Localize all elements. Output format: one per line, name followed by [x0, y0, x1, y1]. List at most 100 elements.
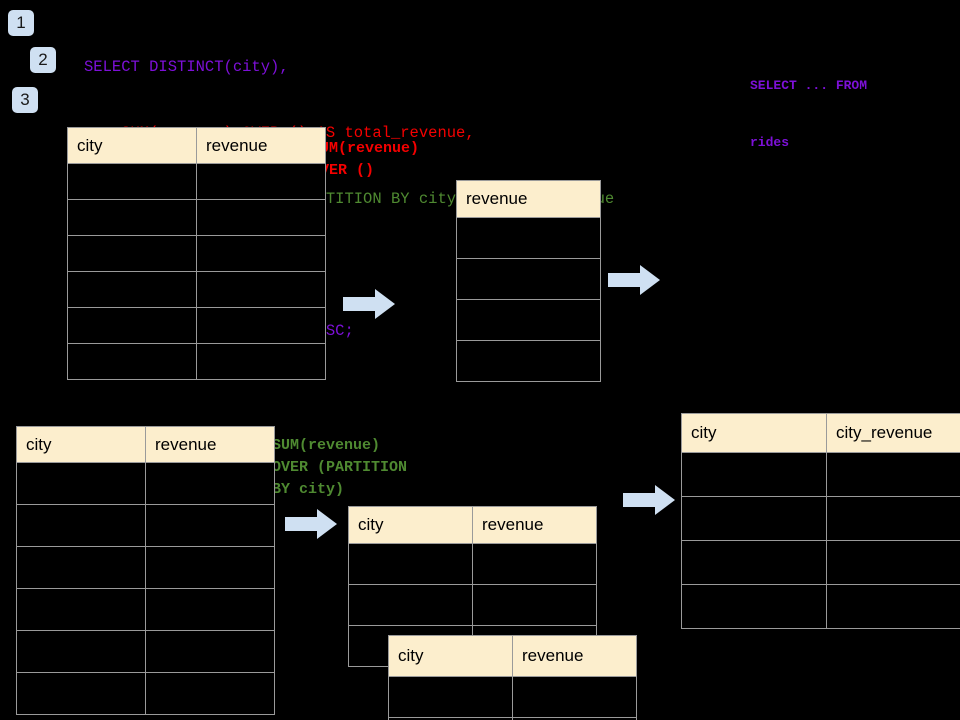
- table-cell: [67, 343, 197, 380]
- table-cell: [826, 584, 960, 629]
- table-row: [67, 199, 326, 236]
- table-cell: [512, 717, 637, 720]
- table-row: [681, 452, 960, 497]
- table-row: [67, 343, 326, 380]
- table-cell: [145, 504, 275, 547]
- table-row: [456, 217, 601, 259]
- table-cell: [456, 340, 601, 382]
- side-note-line-1: SELECT ... FROM: [750, 78, 868, 93]
- table-row: [348, 543, 597, 585]
- table-cell: [826, 540, 960, 585]
- table-cell: [196, 199, 326, 236]
- table-cell: [472, 584, 597, 626]
- table-cell: [456, 299, 601, 341]
- arrow-partition-to-final: [623, 485, 675, 515]
- table-row: [348, 584, 597, 626]
- table-row: [681, 540, 960, 585]
- table-cell: [67, 163, 197, 200]
- table-cell: [145, 462, 275, 505]
- table-row: [681, 584, 960, 629]
- column-header-city-revenue: city_revenue: [826, 413, 960, 453]
- table-cell: [67, 271, 197, 308]
- table-cell: [196, 235, 326, 272]
- table-cell: [456, 217, 601, 259]
- arrow-base-to-partition: [285, 509, 337, 539]
- table-row: [67, 307, 326, 344]
- column-header-city: city: [16, 426, 146, 463]
- table-header-row: city revenue: [67, 127, 326, 164]
- table-header-row: city revenue: [16, 426, 275, 463]
- table-header-row: city city_revenue: [681, 413, 960, 453]
- side-note-line-2: rides: [750, 135, 790, 150]
- table-cell: [16, 672, 146, 715]
- table-partition-a: city revenue: [348, 506, 597, 667]
- table-partition-b: city revenue: [388, 635, 637, 720]
- table-cell: [456, 258, 601, 300]
- table-cell: [196, 271, 326, 308]
- table-cell: [145, 588, 275, 631]
- table-row: [16, 672, 275, 715]
- side-note-select-from: SELECT ... FROM rides: [750, 38, 867, 190]
- table-base-bottom: city revenue: [16, 426, 275, 715]
- table-cell: [472, 543, 597, 585]
- table-cell: [348, 584, 473, 626]
- column-header-revenue: revenue: [472, 506, 597, 544]
- column-header-revenue: revenue: [145, 426, 275, 463]
- table-final-result: city city_revenue: [681, 413, 960, 629]
- table-row: [16, 462, 275, 505]
- annotation-total-revenue: SUM(revenue) OVER (): [311, 140, 420, 179]
- table-row: [67, 163, 326, 200]
- table-row: [67, 271, 326, 308]
- table-row: [67, 235, 326, 272]
- table-header-row: city revenue: [348, 506, 597, 544]
- arrow-total-to-final: [608, 265, 660, 295]
- table-cell: [67, 199, 197, 236]
- table-row: [16, 546, 275, 589]
- column-header-city: city: [348, 506, 473, 544]
- table-row: [456, 340, 601, 382]
- table-cell: [16, 630, 146, 673]
- annotation-city-revenue: SUM(revenue) OVER (PARTITION BY city): [272, 437, 408, 498]
- table-header-row: city revenue: [388, 635, 637, 677]
- table-row: [16, 630, 275, 673]
- table-cell: [145, 672, 275, 715]
- column-header-city: city: [388, 635, 513, 677]
- table-base-top: city revenue: [67, 127, 326, 380]
- table-row: [388, 676, 637, 718]
- table-cell: [681, 584, 827, 629]
- table-cell: [826, 452, 960, 497]
- table-row: [456, 258, 601, 300]
- column-header-city: city: [681, 413, 827, 453]
- table-header-row: revenue: [456, 180, 601, 218]
- table-cell: [145, 546, 275, 589]
- table-cell: [388, 676, 513, 718]
- table-cell: [145, 630, 275, 673]
- table-cell: [512, 676, 637, 718]
- step-badge-2: 2: [30, 47, 56, 73]
- table-cell: [196, 163, 326, 200]
- table-row: [681, 496, 960, 541]
- table-cell: [16, 588, 146, 631]
- column-header-revenue: revenue: [456, 180, 601, 218]
- column-header-revenue: revenue: [196, 127, 326, 164]
- table-cell: [16, 462, 146, 505]
- table-cell: [681, 452, 827, 497]
- table-cell: [826, 496, 960, 541]
- table-cell: [681, 496, 827, 541]
- table-cell: [67, 235, 197, 272]
- arrow-base-to-total: [343, 289, 395, 319]
- column-header-city: city: [67, 127, 197, 164]
- table-cell: [196, 343, 326, 380]
- table-row: [16, 504, 275, 547]
- table-cell: [348, 543, 473, 585]
- table-row: [456, 299, 601, 341]
- table-row: [16, 588, 275, 631]
- step-badge-3: 3: [12, 87, 38, 113]
- table-total-revenue: revenue: [456, 180, 601, 382]
- table-cell: [16, 504, 146, 547]
- sql-line-select: SELECT DISTINCT(city),: [84, 58, 289, 76]
- column-header-revenue: revenue: [512, 635, 637, 677]
- step-badge-1: 1: [8, 10, 34, 36]
- table-cell: [196, 307, 326, 344]
